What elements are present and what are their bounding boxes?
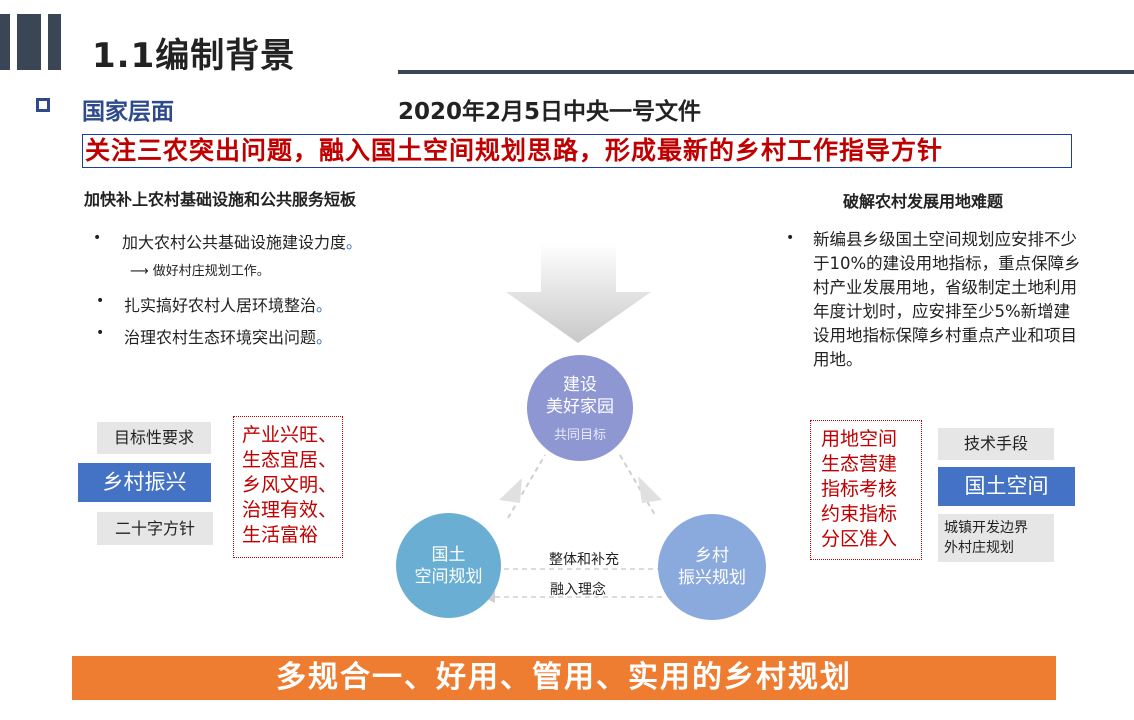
- land-space-line1: 国土: [431, 544, 466, 565]
- land-space-box: 国土空间: [938, 467, 1075, 506]
- bullet-icon: •: [96, 325, 105, 341]
- means-item: 指标考核: [821, 478, 898, 500]
- goal-line2: 美好家园: [546, 396, 614, 417]
- goal-item: 乡风文明、: [242, 474, 338, 496]
- list-item-text: 扎实搞好农村人居环境整治: [124, 296, 317, 315]
- goal-item: 治理有效、: [242, 499, 338, 521]
- square-bullet-icon: [36, 98, 50, 112]
- land-space-circle: 国土 空间规划: [396, 513, 501, 618]
- means-item: 约束指标: [821, 503, 898, 525]
- header-bar-3: [48, 14, 61, 70]
- list-item-tail: 。: [316, 296, 333, 315]
- big-down-arrow: [506, 243, 651, 343]
- village-plan-line1: 城镇开发边界: [944, 520, 1028, 536]
- bullet-icon: •: [786, 230, 795, 246]
- left-heading: 加快补上农村基础设施和公共服务短板: [84, 190, 357, 209]
- land-space-line2: 空间规划: [414, 566, 483, 587]
- goal-line1: 建设: [563, 374, 597, 395]
- title-rule: [398, 70, 1134, 74]
- twenty-char-policy-label: 二十字方针: [97, 512, 213, 545]
- goal-sub: 共同目标: [553, 427, 606, 443]
- technical-means-label: 技术手段: [938, 428, 1054, 460]
- goal-item: 生活富裕: [242, 524, 319, 546]
- dashed-link-left: [507, 454, 546, 519]
- link-label-top: 整体和补充: [549, 552, 619, 568]
- list-item-text: 加大农村公共基础设施建设力度: [122, 233, 347, 252]
- village-plan-line2: 外村庄规划: [944, 540, 1014, 556]
- list-item-tail: 。: [316, 328, 333, 347]
- goals-red-box: 产业兴旺、 生态宜居、 乡风文明、 治理有效、 生活富裕: [233, 416, 343, 558]
- header-bar-2: [17, 14, 41, 70]
- right-heading: 破解农村发展用地难题: [843, 192, 1004, 211]
- header-bar-1: [0, 14, 10, 70]
- bullet-icon: •: [93, 230, 102, 246]
- document-title: 2020年2月5日中央一号文件: [398, 99, 702, 125]
- list-item: 扎实搞好农村人居环境整治。: [124, 292, 332, 316]
- arrowhead-up-left: [499, 478, 522, 503]
- bullet-icon: •: [96, 293, 105, 309]
- highlight-banner: 关注三农突出问题，融入国土空间规划思路，形成最新的乡村工作指导方针: [82, 134, 1072, 168]
- target-requirement-label: 目标性要求: [97, 422, 211, 454]
- arrowhead-up-right: [638, 476, 662, 503]
- goal-circle: 建设 美好家园 共同目标: [527, 355, 633, 461]
- goal-item: 产业兴旺、: [242, 424, 338, 446]
- means-item: 用地空间: [821, 428, 898, 450]
- bottom-banner: 多规合一、好用、管用、实用的乡村规划: [72, 656, 1056, 700]
- rural-line1: 乡村: [695, 546, 729, 566]
- arrow-right-icon: ⟶: [130, 264, 149, 279]
- list-item-text: 治理农村生态环境突出问题: [124, 328, 317, 347]
- right-paragraph: 新编县乡级国土空间规划应安排不少于10%的建设用地指标，重点保障乡村产业发展用地…: [813, 230, 1081, 369]
- list-item: 加大农村公共基础设施建设力度。: [122, 229, 362, 253]
- list-item: 治理农村生态环境突出问题。: [124, 324, 332, 348]
- goal-item: 生态宜居、: [242, 449, 338, 471]
- sub-item: ⟶ 做好村庄规划工作。: [130, 260, 270, 279]
- rural-revitalization-box: 乡村振兴: [78, 463, 211, 502]
- means-item: 生态营建: [821, 453, 898, 475]
- dashed-link-right: [619, 454, 656, 516]
- village-plan-label: 城镇开发边界 外村庄规划: [938, 514, 1054, 562]
- sub-item-text: 做好村庄规划工作。: [152, 264, 270, 279]
- list-item-tail: 。: [346, 233, 363, 252]
- rural-circle: 乡村 振兴规划: [658, 514, 766, 620]
- rural-line2: 振兴规划: [678, 568, 746, 588]
- link-label-bottom: 融入理念: [550, 582, 606, 598]
- means-red-box: 用地空间 生态营建 指标考核 约束指标 分区准入: [810, 420, 922, 560]
- section-label: 国家层面: [82, 99, 174, 125]
- page-title: 1.1编制背景: [92, 36, 296, 76]
- means-item: 分区准入: [821, 528, 898, 550]
